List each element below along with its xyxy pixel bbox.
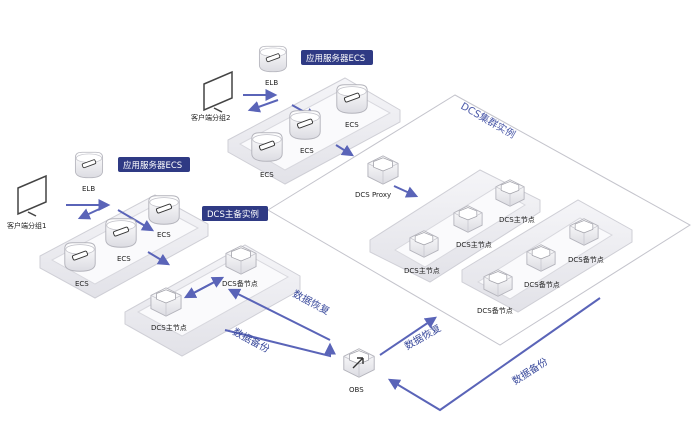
data-restore-label-1: 数据恢复	[291, 287, 332, 317]
ecs-group-2-tag-label: 应用服务器ECS	[306, 53, 365, 64]
cluster-standby-node: DCS备节点	[477, 269, 513, 315]
dcs-master-node: DCS主节点	[150, 287, 187, 332]
ecs-node: ECS	[289, 110, 321, 155]
monitor-icon	[203, 70, 233, 113]
ecs-node: ECS	[336, 84, 368, 129]
ecs-group-1-tag-label: 应用服务器ECS	[123, 160, 182, 171]
cluster-master-label: DCS主节点	[456, 240, 492, 249]
data-backup-label-2: 数据备份	[510, 355, 551, 388]
cluster-standby-label: DCS备节点	[568, 255, 604, 264]
client-2: 客户端分组2	[191, 70, 233, 122]
cluster-standby-node: DCS备节点	[524, 244, 560, 289]
ecs-node: ECS	[251, 132, 283, 179]
cluster-title: DCS集群实例	[459, 99, 518, 141]
cluster-master-label: DCS主节点	[404, 266, 440, 275]
cluster-master-label: DCS主节点	[499, 215, 535, 224]
cluster-master-node: DCS主节点	[404, 230, 440, 275]
ecs-node: ECS	[105, 218, 137, 263]
elb-1: ELB	[74, 151, 104, 193]
ms-platform	[124, 244, 301, 357]
elb-1-label: ELB	[82, 185, 95, 193]
dcs-master-label: DCS主节点	[151, 323, 187, 332]
obs-storage: OBS	[343, 348, 375, 394]
elb-2-label: ELB	[265, 79, 278, 87]
elb-2-icon	[258, 45, 288, 73]
ms-tag-label: DCS主备实例	[207, 209, 259, 220]
obs-icon	[343, 348, 375, 378]
ecs-node: ECS	[148, 195, 180, 239]
dcs-proxy: DCS Proxy	[355, 155, 399, 199]
dcs-proxy-label: DCS Proxy	[355, 191, 391, 199]
ecs-node-label: ECS	[75, 280, 89, 288]
ecs-node-label: ECS	[345, 121, 359, 129]
monitor-icon	[17, 174, 47, 217]
cluster-standby-label: DCS备节点	[477, 306, 513, 315]
elb-1-icon	[74, 151, 104, 179]
cluster-standby-label: DCS备节点	[524, 280, 560, 289]
ecs-node: ECS	[64, 242, 96, 288]
dcs-standby-label: DCS备节点	[222, 279, 258, 288]
dcs-standby-node: DCS备节点	[222, 245, 258, 288]
obs-label: OBS	[349, 386, 364, 394]
client-1-label: 客户端分组1	[7, 221, 46, 230]
client-1: 客户端分组1	[7, 174, 47, 230]
cluster-standby-node: DCS备节点	[568, 218, 604, 264]
client-2-label: 客户端分组2	[191, 113, 230, 122]
ms-tag: DCS主备实例	[202, 206, 268, 221]
ecs-group-2-tag: 应用服务器ECS	[301, 50, 373, 65]
cluster-master-node: DCS主节点	[495, 179, 535, 224]
ecs-group-1-tag: 应用服务器ECS	[118, 157, 190, 172]
ecs-node-label: ECS	[117, 255, 131, 263]
ecs-node-label: ECS	[300, 147, 314, 155]
ecs-node-label: ECS	[260, 171, 274, 179]
elb-2: ELB	[258, 45, 288, 87]
ecs-node-label: ECS	[157, 231, 171, 239]
cluster-master-node: DCS主节点	[453, 205, 492, 249]
